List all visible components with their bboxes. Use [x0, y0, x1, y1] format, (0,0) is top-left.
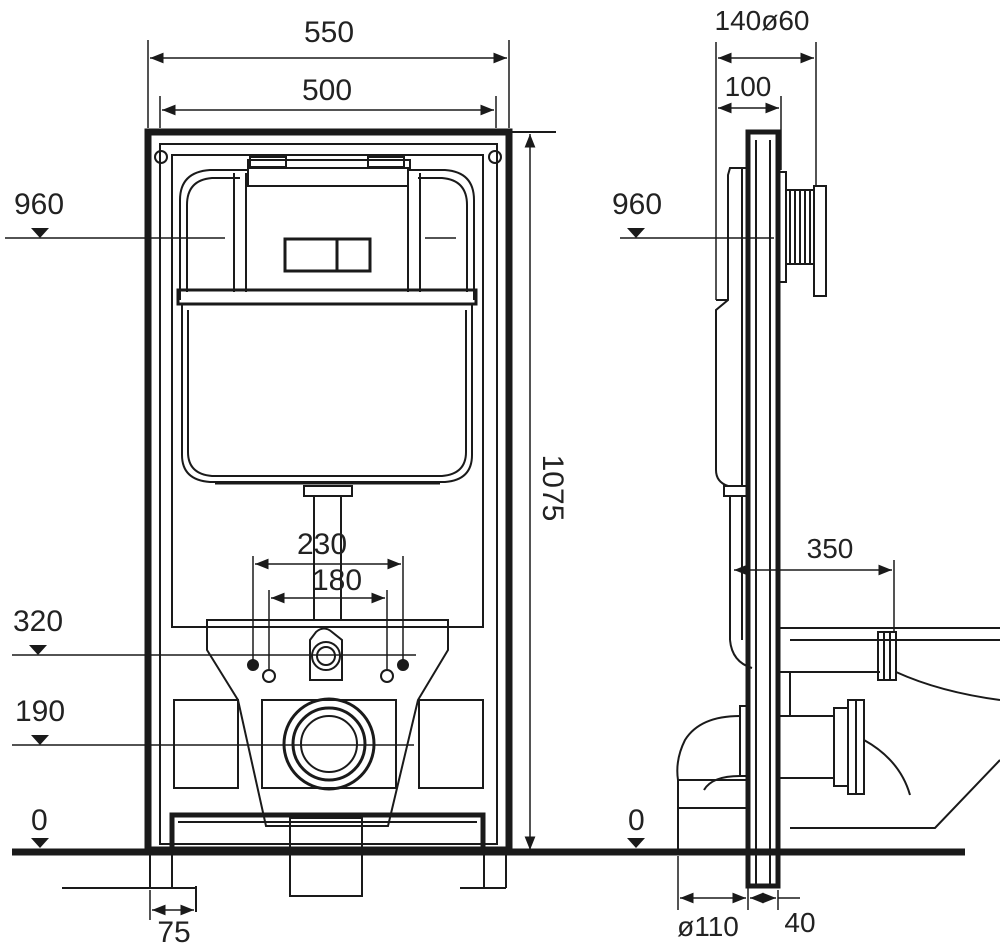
level-0-front: 0	[31, 804, 49, 848]
frame-crossbar-boxes	[173, 699, 484, 789]
side-flush-button	[777, 171, 827, 297]
dim-bolt-spacing: 230 180	[252, 528, 404, 670]
waste-outlet	[282, 697, 376, 791]
dim-label-75: 75	[157, 916, 190, 947]
frame-feet	[62, 812, 507, 912]
mounting-bracket	[206, 619, 449, 827]
side-waste-outlet	[676, 699, 911, 852]
side-view: 960 140ø60 100 350 0	[612, 5, 1000, 942]
front-frame	[144, 128, 556, 854]
level-960-side: 960	[612, 188, 774, 239]
level-label-190: 190	[15, 695, 65, 728]
dim-label-230: 230	[297, 528, 347, 561]
level-label-0-front: 0	[31, 804, 48, 837]
level-190: 190	[12, 695, 414, 746]
dim-depth-plate: 100	[718, 71, 782, 170]
inner-panel	[171, 154, 484, 628]
dim-label-o110: ø110	[677, 911, 739, 942]
dim-label-550: 550	[304, 16, 354, 49]
side-frame-post	[745, 129, 781, 889]
dim-frame-depth: 40	[750, 890, 816, 938]
level-320: 320	[12, 605, 416, 656]
dim-depth-top: 140ø60	[715, 5, 817, 300]
dim-label-100: 100	[725, 71, 772, 102]
level-label-960-side: 960	[612, 188, 662, 221]
dim-height-total: 1075	[524, 134, 569, 850]
dim-label-500: 500	[302, 74, 352, 107]
dim-width-overall: 550	[147, 16, 510, 128]
level-960-front: 960	[5, 188, 456, 239]
dim-foot-width: 75	[149, 890, 194, 947]
level-label-0-side: 0	[628, 804, 645, 837]
dim-label-350: 350	[807, 533, 854, 564]
dim-drain-diameter: ø110	[677, 856, 749, 942]
cistern	[176, 156, 478, 485]
dim-label-40: 40	[784, 907, 815, 938]
dim-label-180: 180	[312, 564, 362, 597]
toilet-bowl	[778, 627, 1000, 829]
dim-label-1075: 1075	[536, 455, 569, 522]
level-0-side: 0	[627, 804, 645, 848]
flush-plate-button	[283, 237, 372, 273]
front-view: 550 500 1075 960 230	[5, 16, 965, 947]
side-inlet-pipe	[777, 631, 1000, 717]
side-cistern	[715, 167, 753, 669]
dim-drain-projection: 350	[734, 533, 895, 632]
dim-width-inner: 500	[159, 74, 497, 128]
level-label-960: 960	[14, 188, 64, 221]
level-label-320: 320	[13, 605, 63, 638]
dim-label-140o60: 140ø60	[715, 5, 810, 36]
